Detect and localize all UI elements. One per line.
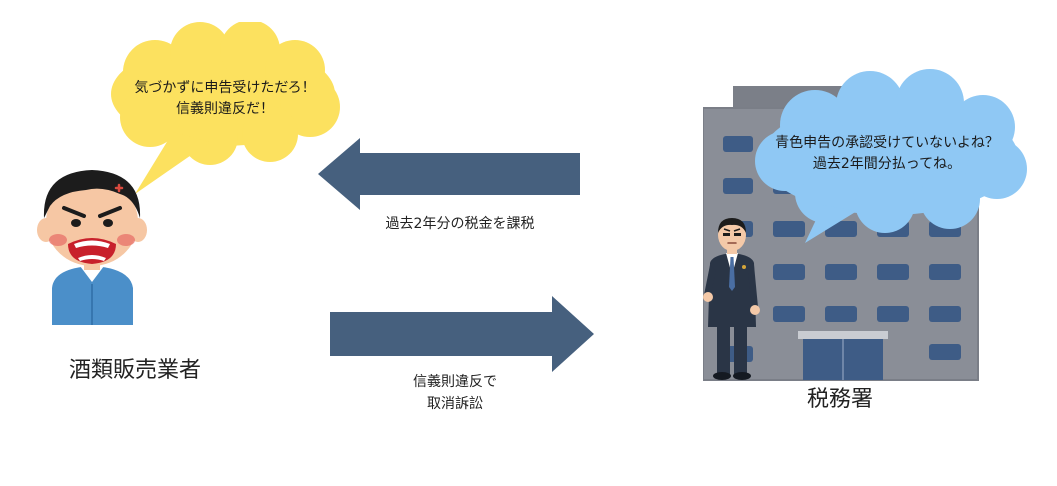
left-speech-line-2: 信義則違反だ！ (176, 101, 274, 117)
right-speech-bubble (755, 69, 1027, 243)
left-speech-text: 気づかずに申告受けただろ！ 信義則違反だ！ (110, 78, 340, 120)
left-speech-line-1: 気づかずに申告受けただろ！ (134, 80, 316, 96)
right-speech-line-2: 過去2年間分払ってね。 (812, 156, 962, 172)
left-party-label: 酒類販売業者 (68, 358, 201, 383)
right-speech-text: 青色申告の承認受けていないよね？ 過去2年間分払ってね。 (752, 133, 1022, 175)
left-speech-bubble (111, 22, 340, 194)
arrow-right-caption-line-1: 信義則違反で (413, 374, 497, 390)
arrow-left-caption: 過去2年分の税金を課税 (385, 216, 535, 232)
arrow-right (330, 296, 594, 372)
right-party-label: 税務署 (806, 387, 873, 412)
right-speech-line-1: 青色申告の承認受けていないよね？ (775, 135, 999, 151)
angry-man-illustration (37, 170, 147, 325)
arrow-left (318, 138, 580, 210)
tax-officer-illustration (703, 218, 760, 380)
arrow-right-caption-line-2: 取消訴訟 (427, 396, 483, 412)
arrow-right-caption: 信義則違反で 取消訴訟 (385, 371, 525, 415)
